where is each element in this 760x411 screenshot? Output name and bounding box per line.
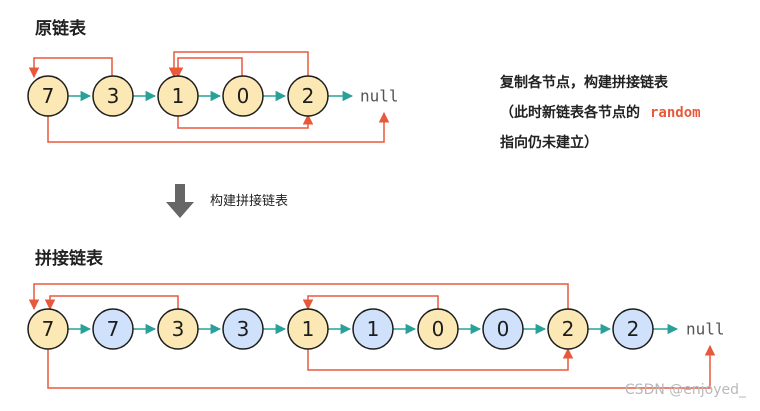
null-label: null xyxy=(360,87,399,106)
node-value: 3 xyxy=(172,317,185,341)
list-node-copy: 7 xyxy=(92,308,134,350)
description-line-3: 指向仍未建立） xyxy=(500,135,598,151)
random-pointer-7-to-null xyxy=(47,344,716,389)
null-label: null xyxy=(686,320,725,339)
node-value: 3 xyxy=(107,84,120,108)
random-pointer-2-to-1 xyxy=(28,283,569,311)
list-node-original: 1 xyxy=(287,308,329,350)
list-node-original: 7 xyxy=(27,308,69,350)
spliced-list: 7 7 3 3 1 1 0 0 xyxy=(27,308,725,350)
original-random-pointers xyxy=(28,51,390,143)
node-value: 7 xyxy=(42,84,55,108)
node-value: 7 xyxy=(42,317,55,341)
step-arrow-icon xyxy=(166,184,194,218)
list-node-original: 2 xyxy=(547,308,589,350)
node-value: 0 xyxy=(497,317,510,341)
random-pointer-3-to-7 xyxy=(28,57,113,79)
original-list: 7 3 1 0 2 null xyxy=(27,75,399,117)
node-value: 2 xyxy=(562,317,575,341)
node-value: 3 xyxy=(237,317,250,341)
node-value: 7 xyxy=(107,317,120,341)
original-list-title: 原链表 xyxy=(35,19,86,39)
random-pointer-0-to-1 xyxy=(172,57,243,79)
list-node: 0 xyxy=(222,75,264,117)
description-line-1: 复制各节点，构建拼接链表 xyxy=(500,75,668,91)
list-node-copy: 1 xyxy=(352,308,394,350)
random-pointer-7-to-null xyxy=(47,111,390,143)
node-value: 1 xyxy=(172,84,185,108)
list-node: 7 xyxy=(27,75,69,117)
list-node: 3 xyxy=(92,75,134,117)
spliced-random-pointers xyxy=(28,283,716,389)
node-value: 2 xyxy=(627,317,640,341)
watermark: CSDN @enjoyed_ xyxy=(624,382,746,398)
list-node: 2 xyxy=(287,75,329,117)
list-node-copy: 3 xyxy=(222,308,264,350)
spliced-list-title: 拼接链表 xyxy=(35,249,103,269)
random-pointer-3-to-7 xyxy=(44,295,179,311)
list-node-copy: 0 xyxy=(482,308,524,350)
description-line-2-prefix: （此时新链表各节点的 xyxy=(500,105,640,121)
list-node-original: 3 xyxy=(157,308,199,350)
random-pointer-1-to-2 xyxy=(177,113,314,129)
random-pointer-0-to-1 xyxy=(302,295,439,311)
node-value: 0 xyxy=(237,84,250,108)
node-value: 0 xyxy=(432,317,445,341)
list-node-copy: 2 xyxy=(612,308,654,350)
node-value: 1 xyxy=(367,317,380,341)
node-value: 2 xyxy=(302,84,315,108)
random-pointer-2-to-1 xyxy=(168,51,309,79)
list-node-original: 0 xyxy=(417,308,459,350)
description-line-2: （此时新链表各节点的 random xyxy=(500,102,701,122)
list-node: 1 xyxy=(157,75,199,117)
step-label: 构建拼接链表 xyxy=(210,194,289,209)
random-pointer-1-to-2 xyxy=(307,347,574,371)
node-value: 1 xyxy=(302,317,315,341)
random-keyword: random xyxy=(650,105,701,121)
